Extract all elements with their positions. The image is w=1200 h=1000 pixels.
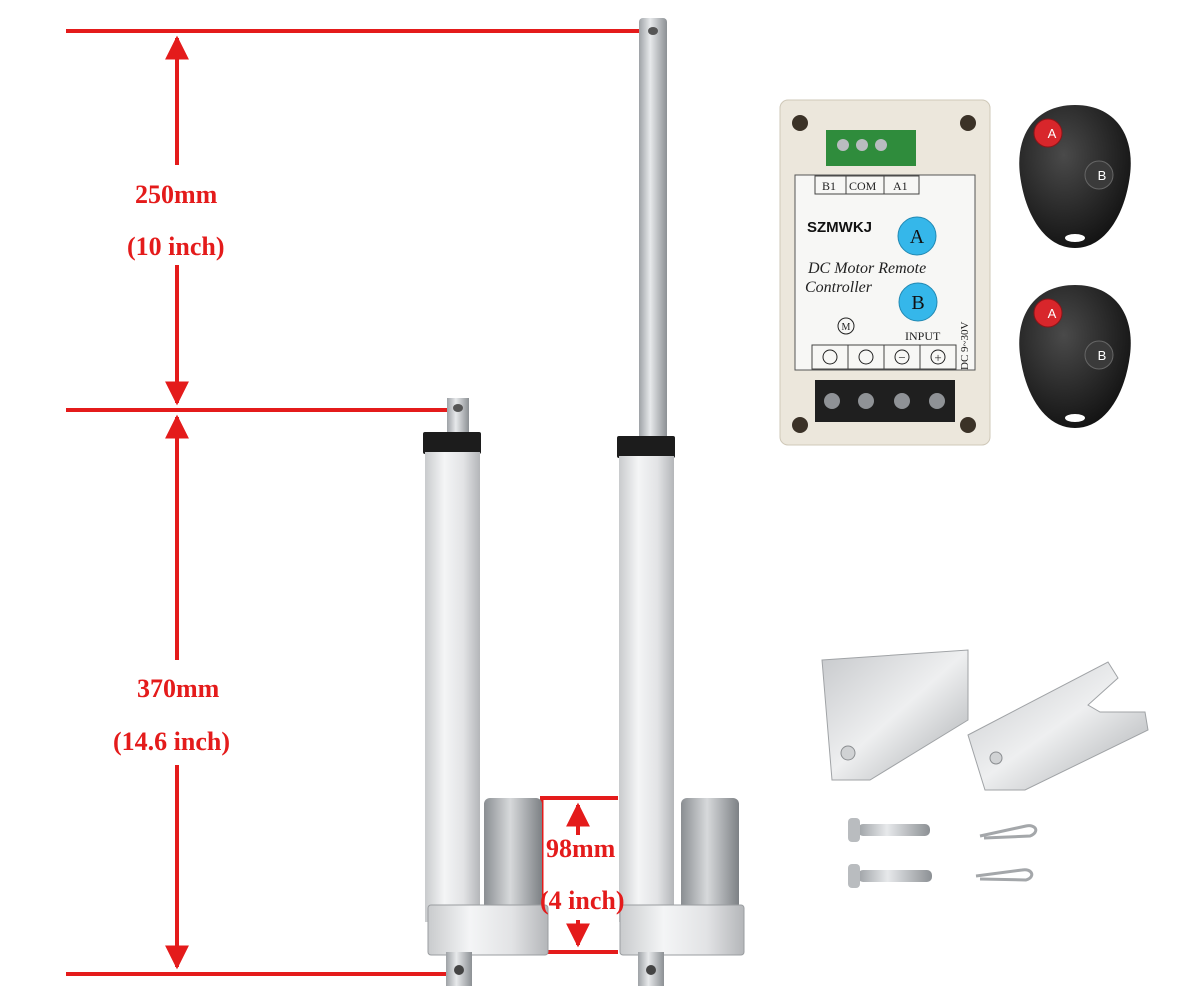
remote-button-b-letter: B (1098, 168, 1107, 183)
remote-button-a-letter: A (1048, 126, 1057, 141)
outer-tube (425, 452, 480, 922)
controller-title-line2: Controller (805, 279, 873, 296)
terminal-label-row (814, 175, 920, 195)
input-label: INPUT (905, 329, 941, 343)
remote-fob-1: A B (1019, 105, 1131, 248)
terminal-a1-label: A1 (893, 179, 908, 193)
bracket-hole (840, 745, 856, 761)
input-minus-circle (894, 349, 910, 365)
clevis-pin (858, 870, 932, 882)
retracted-mm-label: 370mm (137, 674, 220, 703)
label-panel (794, 174, 976, 371)
cotter-pin (975, 868, 1034, 882)
clevis-pins (848, 818, 932, 888)
terminal-screw (837, 139, 849, 151)
rod-hole (453, 404, 463, 412)
motor-mm-label: 98mm (546, 834, 616, 863)
motor-inch-label: (4 inch) (540, 886, 625, 915)
rod-stub (447, 398, 469, 434)
terminal-com-label: COM (849, 179, 877, 193)
stroke-mm-label: 250mm (135, 180, 218, 209)
input-plus-circle (930, 349, 946, 365)
black-collar (423, 432, 481, 454)
clevis-pin (858, 824, 930, 836)
voltage-label: DC 9~30V (959, 322, 971, 370)
remote-fob-2: A B (1019, 285, 1131, 428)
actuator-extended (617, 18, 745, 986)
mount-hole (454, 965, 464, 975)
terminal-screw (875, 139, 887, 151)
retracted-inch-label: (14.6 inch) (113, 727, 230, 756)
terminal-screw (929, 393, 945, 409)
terminal-screw (824, 393, 840, 409)
remote-button-a-letter: A (1048, 306, 1057, 321)
gearbox (619, 904, 745, 956)
remote-button-b (1084, 160, 1114, 190)
outer-tube (619, 456, 674, 922)
rod-end-hole (648, 27, 658, 35)
button-a-indicator (897, 216, 937, 256)
mount-hole (960, 115, 976, 131)
inner-rod (639, 18, 667, 443)
button-b-indicator (898, 282, 938, 322)
bracket-hole (989, 751, 1003, 765)
pin-head (848, 818, 860, 842)
remote-button-a (1033, 118, 1063, 148)
mounting-bracket-left (821, 649, 969, 781)
dimension-lines (66, 29, 650, 976)
motor-can (681, 798, 739, 918)
remote-controller-box: B1 COM A1 SZMWKJ A DC Motor Remote Contr… (779, 99, 991, 446)
cotter-pin (979, 824, 1038, 840)
controller-title-line1: DC Motor Remote (807, 260, 926, 277)
mount-hole (792, 417, 808, 433)
input-plus: + (934, 350, 941, 365)
brand-label: SZMWKJ (807, 219, 872, 236)
motor-can (484, 798, 542, 918)
mount-hole (646, 965, 656, 975)
black-collar (617, 436, 675, 458)
mount-hole (792, 115, 808, 131)
mount-hole (960, 417, 976, 433)
cotter-pins (975, 824, 1038, 882)
terminal-screw (858, 393, 874, 409)
remote-button-b (1084, 340, 1114, 370)
actuator-retracted (423, 398, 549, 986)
keyring-hole (1065, 234, 1085, 242)
pin-head (848, 864, 860, 888)
terminal-screw (856, 139, 868, 151)
terminal-screw (894, 393, 910, 409)
motor-symbol-circle (837, 317, 855, 335)
button-b-letter: B (911, 292, 924, 314)
motor-output-2 (858, 349, 874, 365)
remote-button-b-letter: B (1098, 348, 1107, 363)
terminal-b1-label: B1 (822, 179, 836, 193)
motor-symbol: M (842, 322, 851, 333)
button-a-letter: A (910, 226, 925, 248)
remote-button-a (1033, 298, 1063, 328)
input-minus: − (898, 350, 905, 365)
gearbox (427, 904, 549, 956)
stroke-inch-label: (10 inch) (127, 232, 225, 261)
mounting-bracket-right (967, 661, 1149, 791)
keyring-hole (1065, 414, 1085, 422)
motor-output-1 (822, 349, 838, 365)
